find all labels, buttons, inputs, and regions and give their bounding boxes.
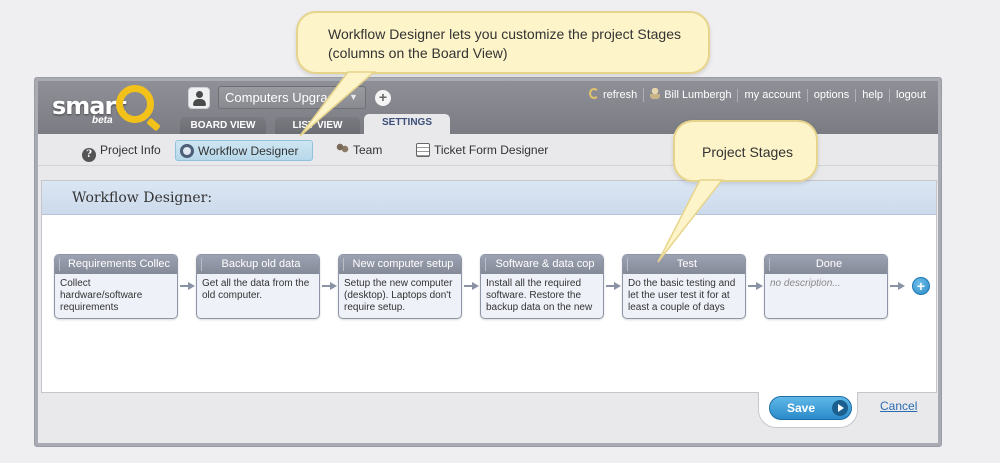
refresh-link[interactable]: refresh	[583, 88, 643, 102]
tab-board-view[interactable]: BOARD VIEW	[180, 117, 266, 135]
arrow-right-icon	[748, 282, 763, 290]
stage-description[interactable]: no description...	[770, 278, 841, 289]
stage-title[interactable]: Requirements Collec	[55, 255, 177, 274]
logo-text: smart	[52, 92, 127, 120]
stage-card[interactable]: Requirements Collec Collect hardware/sof…	[54, 254, 178, 319]
app-content: smart beta Computers Upgrade ▼ + BOARD V…	[38, 81, 938, 443]
arrow-right-icon	[322, 282, 337, 290]
tab-list-view[interactable]: LIST VIEW	[275, 117, 360, 135]
top-links: refresh Bill Lumbergh my account options…	[583, 88, 932, 102]
workflow-icon	[180, 144, 194, 158]
arrow-right-icon	[464, 282, 479, 290]
user-name: Bill Lumbergh	[664, 89, 732, 101]
options-link[interactable]: options	[806, 88, 855, 102]
stage-description[interactable]: Install all the required software. Resto…	[486, 278, 593, 313]
callout-line-2: (columns on the Board View)	[328, 45, 508, 61]
save-button[interactable]: Save	[769, 396, 852, 420]
project-stages-callout: Project Stages	[673, 120, 818, 182]
stage-title[interactable]: Test	[623, 255, 745, 274]
arrow-right-icon	[890, 282, 905, 290]
save-tab: Save	[758, 392, 858, 428]
header-bar: smart beta Computers Upgrade ▼ + BOARD V…	[38, 81, 938, 135]
subnav-ticket-form-designer[interactable]: Ticket Form Designer	[416, 140, 548, 161]
refresh-icon	[588, 88, 599, 99]
stage-description[interactable]: Collect hardware/software requirements	[60, 278, 143, 313]
project-select[interactable]: Computers Upgrade ▼	[218, 86, 366, 109]
subnav-label: Workflow Designer	[198, 144, 299, 158]
stage-title[interactable]: Backup old data	[197, 255, 319, 274]
callout-label: Project Stages	[702, 144, 794, 160]
refresh-label: refresh	[602, 89, 638, 101]
save-label: Save	[787, 401, 816, 415]
callout-tail-2	[657, 179, 724, 263]
user-link[interactable]: Bill Lumbergh	[643, 88, 737, 102]
stage-description[interactable]: Setup the new computer (desktop). Laptop…	[344, 278, 453, 313]
subnav-label: Project Info	[100, 143, 161, 157]
subnav-label: Ticket Form Designer	[434, 143, 549, 157]
logo-q-icon	[116, 85, 154, 123]
workflow-designer-callout: Workflow Designer lets you customize the…	[296, 11, 710, 74]
cancel-link[interactable]: Cancel	[880, 399, 918, 413]
smartq-logo[interactable]: smart beta	[52, 85, 162, 133]
stage-title[interactable]: New computer setup	[339, 255, 461, 274]
stage-description[interactable]: Do the basic testing and let the user te…	[628, 278, 736, 313]
stage-title[interactable]: Done	[765, 255, 887, 274]
workflow-designer-panel: Workflow Designer: Requirements Collec C…	[41, 180, 937, 393]
help-link[interactable]: help	[855, 88, 889, 102]
team-icon	[335, 143, 349, 157]
subnav-workflow-designer[interactable]: Workflow Designer	[175, 140, 314, 161]
my-account-link[interactable]: my account	[737, 88, 806, 102]
add-stage-button[interactable]: +	[912, 277, 930, 295]
stage-description[interactable]: Get all the data from the old computer.	[202, 278, 310, 301]
project-avatar-icon[interactable]	[188, 87, 210, 109]
logo-beta-badge: beta	[92, 115, 113, 126]
subnav-team[interactable]: Team	[335, 140, 382, 161]
arrow-right-icon	[606, 282, 621, 290]
play-arrow-icon	[832, 400, 848, 416]
user-icon	[650, 88, 661, 99]
info-icon: ?	[82, 148, 96, 162]
chevron-down-icon: ▼	[349, 92, 358, 102]
stage-card[interactable]: Done no description...	[764, 254, 888, 319]
panel-heading: Workflow Designer:	[42, 181, 936, 215]
arrow-right-icon	[180, 282, 195, 290]
subnav-label: Team	[353, 143, 383, 157]
callout-line-1: Workflow Designer lets you customize the…	[328, 26, 682, 42]
stage-title[interactable]: Software & data cop	[481, 255, 603, 274]
callout-tail-1	[299, 71, 377, 137]
stage-card[interactable]: Software & data cop Install all the requ…	[480, 254, 604, 319]
logout-link[interactable]: logout	[889, 88, 932, 102]
add-project-button[interactable]: +	[375, 90, 391, 106]
stage-card[interactable]: Backup old data Get all the data from th…	[196, 254, 320, 319]
project-select-value: Computers Upgrade	[225, 90, 343, 105]
form-icon	[416, 143, 430, 157]
tab-settings[interactable]: SETTINGS	[364, 114, 450, 135]
stage-card[interactable]: Test Do the basic testing and let the us…	[622, 254, 746, 319]
stage-card[interactable]: New computer setup Setup the new compute…	[338, 254, 462, 319]
subnav-project-info[interactable]: ? Project Info	[82, 140, 161, 162]
